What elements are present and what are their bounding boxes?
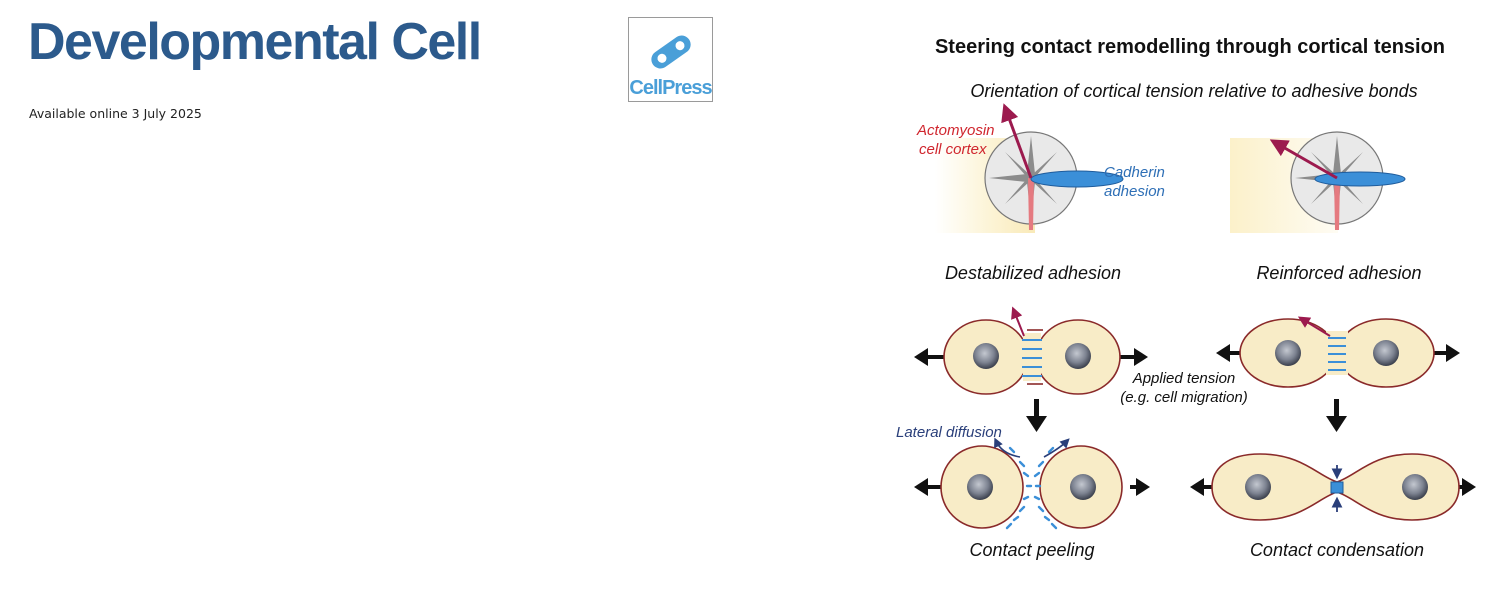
nucleus	[1245, 474, 1271, 500]
label-reinforced-adhesion: Reinforced adhesion	[1256, 263, 1421, 283]
cadherin-bonds	[1022, 339, 1042, 377]
graphical-abstract-title: Steering contact remodelling through cor…	[934, 36, 1446, 58]
condensed-cadherin-cluster	[1330, 481, 1344, 494]
diffusing-cadherins	[1005, 446, 1058, 530]
nucleus	[1275, 340, 1301, 366]
tension-stalk	[1028, 178, 1034, 230]
nucleus	[1373, 340, 1399, 366]
ga-subtitle: Orientation of cortical tension relative…	[970, 81, 1417, 101]
cortical-tension-arrow	[1001, 103, 1033, 179]
label-cadherin: Cadherin	[1104, 164, 1165, 181]
diffusion-arrow-left	[994, 437, 1021, 458]
label-cell-migration: (e.g. cell migration)	[1120, 389, 1248, 406]
transition-arrow-right	[1326, 399, 1347, 432]
graphical-abstract: Orientation of cortical tension relative…	[896, 81, 1476, 560]
label-lateral-diffusion: Lateral diffusion	[896, 424, 1002, 441]
cortical-tension-arrow	[1297, 316, 1331, 337]
nucleus	[973, 343, 999, 369]
label-destabilized-adhesion: Destabilized adhesion	[945, 263, 1121, 283]
nucleus	[1070, 474, 1096, 500]
cellpress-logo[interactable]: CellPress	[628, 17, 713, 102]
label-adhesion: adhesion	[1104, 183, 1165, 200]
cell-pair-destabilized-top	[914, 306, 1148, 395]
label-contact-peeling: Contact peeling	[969, 540, 1094, 560]
label-actomyosin: Actomyosin	[916, 122, 995, 139]
cadherin-bonds	[1328, 337, 1346, 371]
nucleus	[1065, 343, 1091, 369]
cadherin-bond	[1314, 171, 1406, 187]
cortical-tension-arrow	[1269, 139, 1338, 180]
compass-destabilized: Actomyosin cell cortex Cadherin adhesion	[916, 103, 1165, 233]
nucleus	[1402, 474, 1428, 500]
cell-pair-contact-condensation	[1190, 453, 1476, 521]
cortical-tension-arrow	[1011, 306, 1025, 337]
journal-title: Developmental Cell	[28, 13, 482, 71]
tension-stalk	[1334, 178, 1340, 230]
cadherin-bond	[1030, 170, 1124, 188]
cell-pair-reinforced-top	[1216, 316, 1460, 388]
cellpress-logo-text: CellPress	[629, 77, 712, 99]
label-contact-condensation: Contact condensation	[1250, 540, 1424, 560]
label-cell-cortex: cell cortex	[919, 141, 987, 158]
label-applied-tension: Applied tension	[1132, 370, 1236, 387]
cellpress-logo-icon	[651, 35, 691, 69]
compass-reinforced	[1230, 131, 1406, 233]
transition-arrow-left	[1026, 399, 1047, 432]
cell-pair-contact-peeling	[914, 437, 1150, 530]
available-online-date: Available online 3 July 2025	[29, 106, 202, 121]
diffusion-arrow-right	[1043, 438, 1070, 458]
nucleus	[967, 474, 993, 500]
